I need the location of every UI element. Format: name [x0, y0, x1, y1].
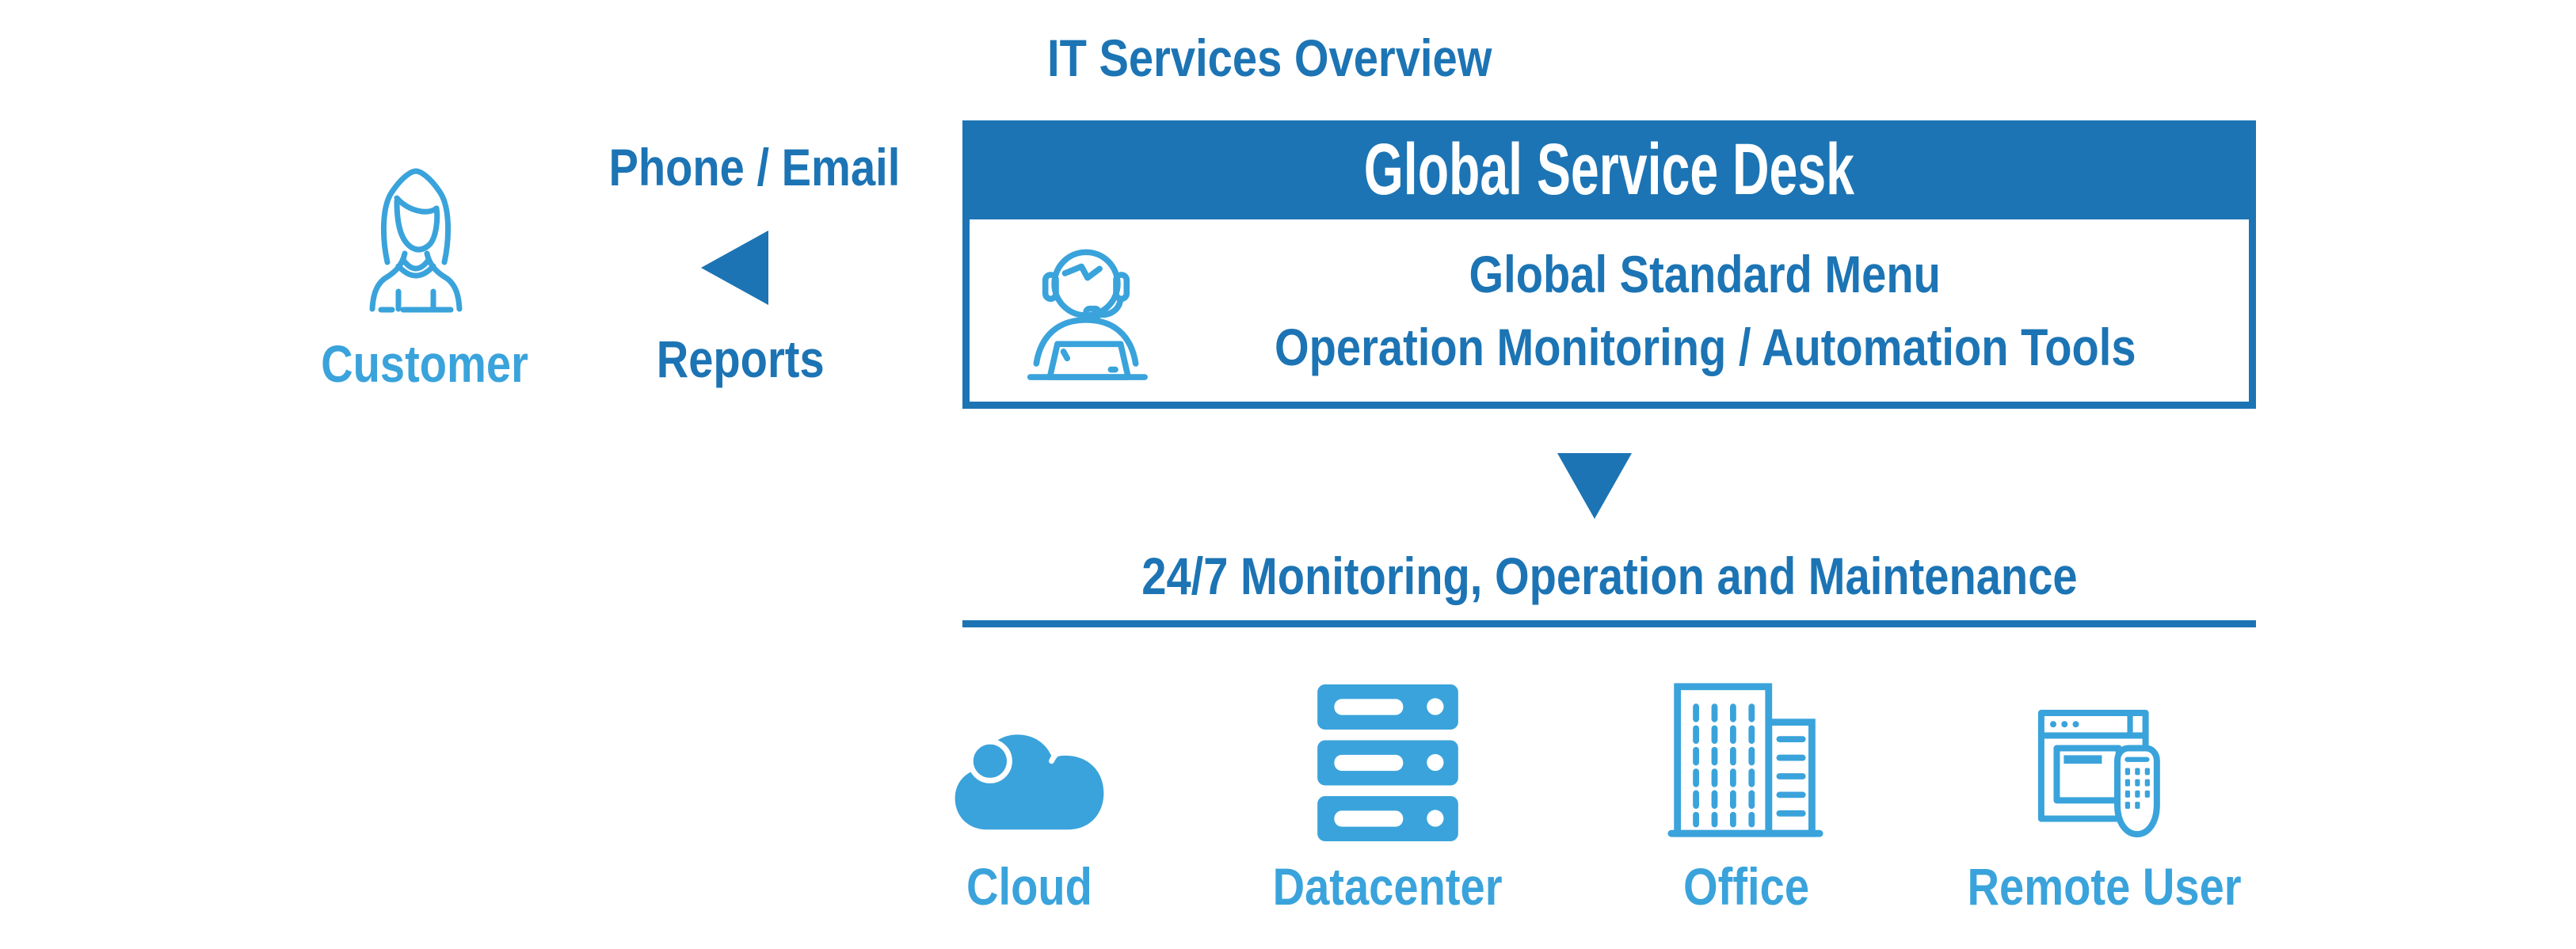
targets-row: Cloud	[850, 683, 2284, 913]
office-label: Office	[1682, 857, 1809, 916]
phone-email-label: Phone / Email	[608, 138, 901, 196]
service-desk-box: Global Service Desk Gl	[962, 120, 2256, 409]
down-arrow-icon	[1557, 453, 1632, 519]
target-office: Office	[1567, 683, 1926, 913]
customer-person-icon	[360, 158, 471, 317]
service-desk-header: Global Service Desk	[962, 120, 2256, 219]
left-arrow-icon	[701, 231, 768, 305]
monitoring-heading: 24/7 Monitoring, Operation and Maintenan…	[1141, 547, 2078, 605]
remote-user-icon	[2027, 683, 2182, 841]
customer-label: Customer	[321, 334, 528, 393]
service-desk-line-2: Operation Monitoring / Automation Tools	[1274, 318, 2136, 376]
service-desk-body: Global Standard Menu Operation Monitorin…	[962, 219, 2256, 409]
remote-user-label: Remote User	[1967, 857, 2242, 916]
page-title: IT Services Overview	[1047, 32, 1570, 84]
datacenter-label: Datacenter	[1272, 857, 1503, 916]
page-title-text: IT Services Overview	[1047, 29, 1492, 87]
office-icon	[1667, 683, 1825, 841]
support-agent-headset-icon	[1011, 228, 1161, 393]
service-desk-line-1: Global Standard Menu	[1469, 245, 1942, 303]
target-remote-user: Remote User	[1926, 683, 2284, 913]
service-desk-header-text: Global Service Desk	[1363, 129, 1855, 210]
reports-label: Reports	[657, 330, 825, 388]
separator-line	[962, 620, 2256, 627]
service-desk-text: Global Standard Menu Operation Monitorin…	[1161, 238, 2249, 383]
target-datacenter: Datacenter	[1209, 683, 1568, 913]
datacenter-icon	[1310, 683, 1465, 841]
target-cloud: Cloud	[850, 683, 1209, 913]
cloud-icon	[944, 683, 1115, 841]
cloud-label: Cloud	[966, 857, 1092, 916]
